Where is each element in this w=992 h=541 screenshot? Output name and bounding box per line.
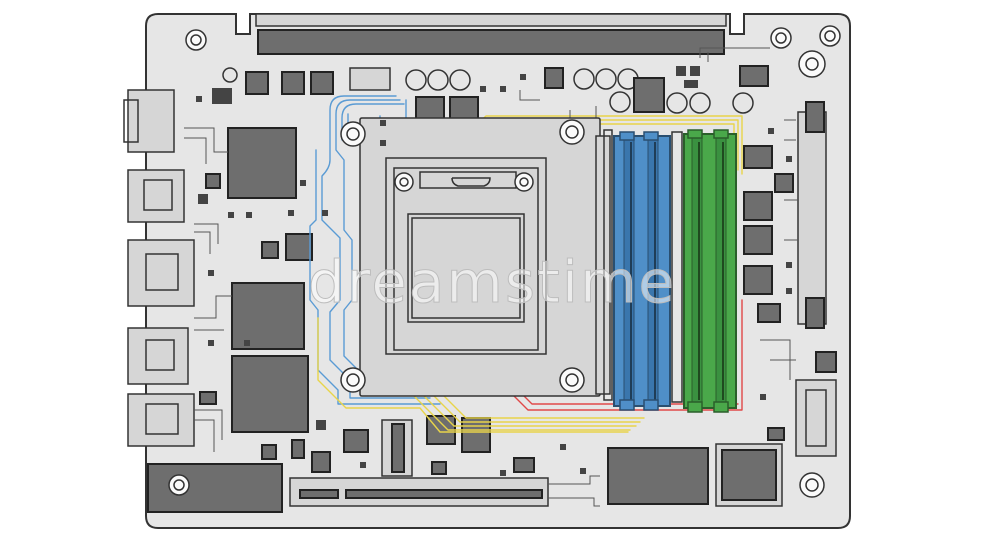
ram-slot-icon (683, 129, 737, 413)
capacitor-row (222, 67, 754, 114)
bottom-left-heatsink (147, 463, 283, 513)
io-port-usb-1 (127, 327, 189, 385)
mounting-hole-icon (168, 25, 841, 498)
chip-icon (349, 65, 794, 323)
top-connector-slot (255, 13, 727, 55)
chip-icon (199, 71, 369, 473)
cpu-socket-icon (359, 117, 601, 397)
io-port-right (795, 379, 837, 457)
io-port-vga (123, 89, 175, 153)
chip-icon (381, 415, 783, 507)
io-port-ethernet (127, 239, 195, 307)
right-edge-connector (797, 101, 827, 329)
ram-slot-icon (613, 131, 671, 411)
io-port-usb-2 (127, 393, 195, 447)
mounting-hole-icon (340, 119, 585, 393)
chip-icon (767, 427, 785, 441)
ram-slot-housing (595, 129, 683, 403)
bottom-connector-slot (289, 475, 600, 507)
smd-components (196, 66, 792, 476)
io-port-hdmi (127, 169, 185, 223)
watermark-text: dreamstime (308, 248, 676, 316)
chip-icon (815, 351, 837, 373)
